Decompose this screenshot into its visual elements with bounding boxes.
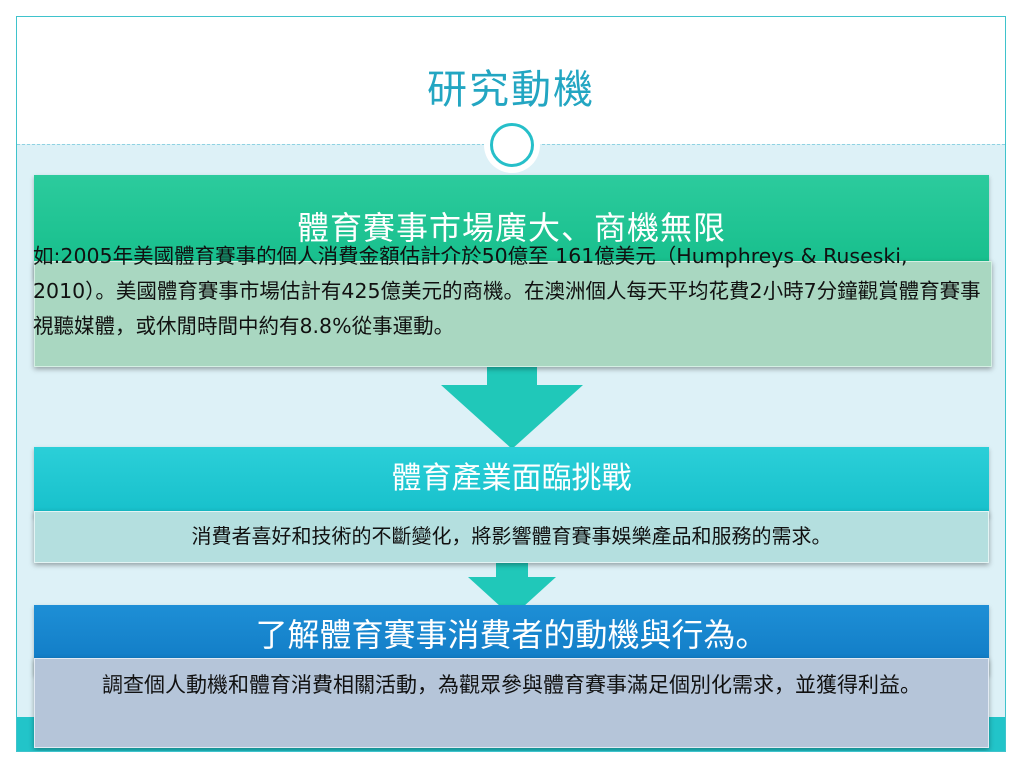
section-3-heading-text: 了解體育賽事消費者的動機與行為。 <box>255 616 768 654</box>
section-1-heading-text: 體育賽事市場廣大、商機無限 <box>296 209 726 247</box>
section-3-body: 調查個人動機和體育消費相關活動，為觀眾參與體育賽事滿足個別化需求，並獲得利益。 <box>34 658 989 748</box>
ring-icon <box>484 117 540 173</box>
slide-title: 研究動機 <box>427 67 595 113</box>
section-2-body: 消費者喜好和技術的不斷變化，將影響體育賽事娛樂產品和服務的需求。 <box>34 511 989 563</box>
section-2-heading: 體育產業面臨挑戰 <box>34 447 989 517</box>
section-1-body: 如:2005年美國體育賽事的個人消費金額估計介於50億至 161億美元（Hump… <box>33 244 981 338</box>
section-1-card <box>34 261 992 367</box>
section-2-heading-text: 體育產業面臨挑戰 <box>391 461 632 496</box>
slide: 研究動機 體育賽事市場廣大、商機無限 如:2005年美國體育賽事的個人消費金額估… <box>16 16 1006 752</box>
down-arrow-icon <box>441 367 583 449</box>
ring-inner <box>490 123 534 167</box>
down-arrow-icon <box>468 561 556 617</box>
